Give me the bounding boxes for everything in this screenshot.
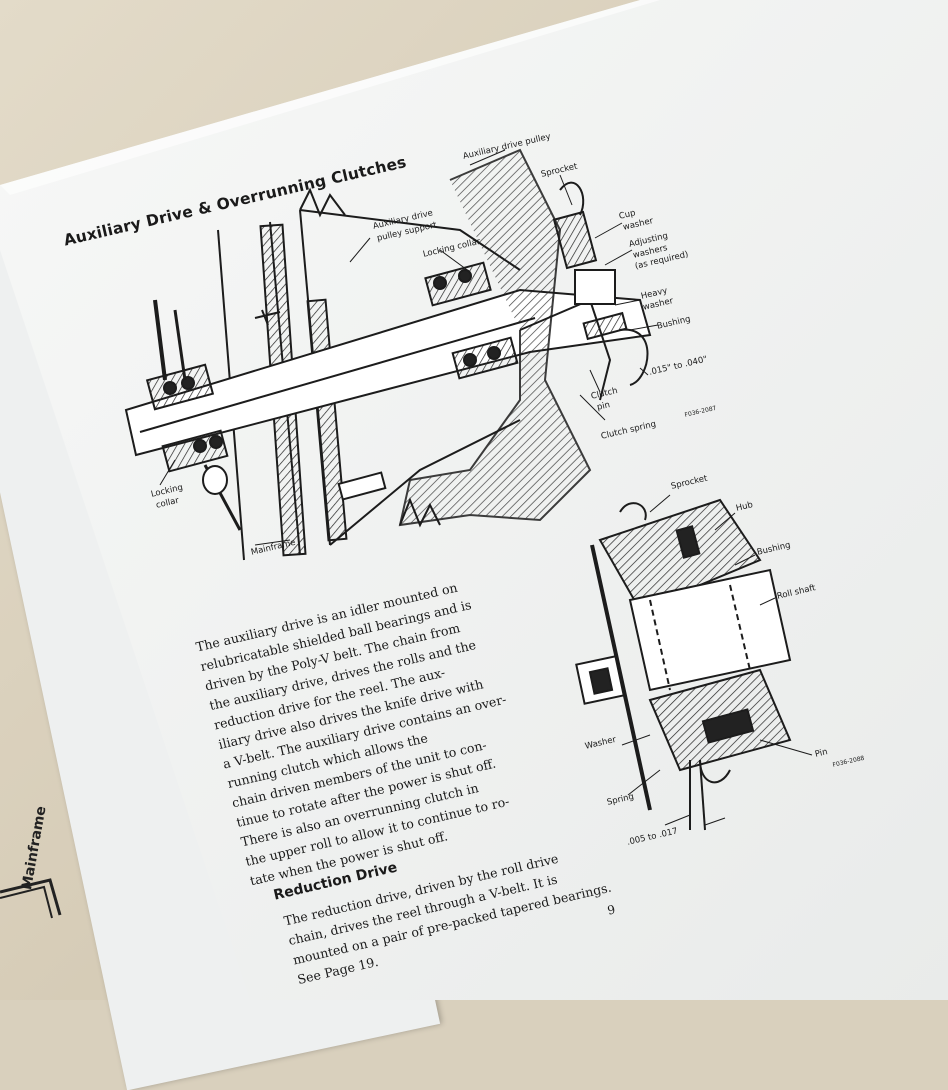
left-page-drawing bbox=[0, 878, 62, 919]
auxiliary-drive-diagram bbox=[124, 148, 659, 561]
manual-page: Auxiliary Drive & Overrunning Clutches T… bbox=[0, 0, 948, 1000]
roll-clutch-detail-diagram bbox=[575, 494, 813, 831]
